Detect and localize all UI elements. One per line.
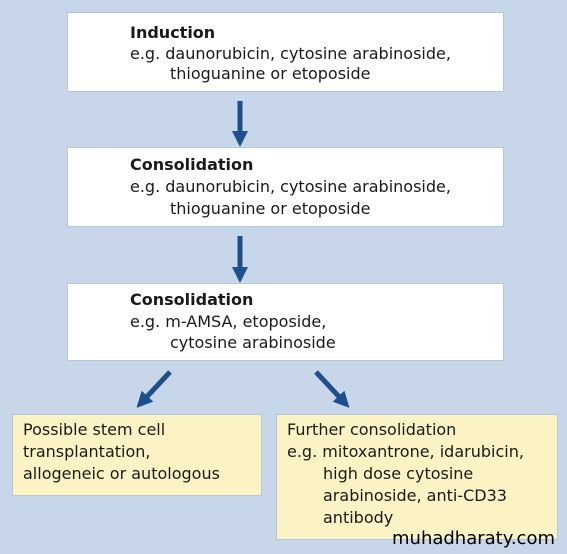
induction-line-2: thioguanine or etoposide	[170, 64, 371, 83]
further-line-1: Further consolidation	[287, 420, 457, 439]
further-line-4: arabinoside, anti-CD33	[323, 486, 507, 505]
stem-cell-line-2: transplantation,	[23, 442, 151, 461]
stem-cell-line-3: allogeneic or autologous	[23, 464, 220, 483]
arrow-to-further-consolidation	[314, 370, 350, 408]
consolidation-1-line-1: e.g. daunorubicin, cytosine arabinoside,	[130, 177, 451, 196]
consolidation-2-line-1: e.g. m-AMSA, etoposide,	[130, 312, 327, 331]
consolidation-2-line-2: cytosine arabinoside	[170, 333, 336, 352]
consolidation-1-title: Consolidation	[130, 155, 254, 174]
consolidation-box-2: Consolidation e.g. m-AMSA, etoposide, cy…	[67, 283, 504, 361]
further-line-5: antibody	[323, 508, 394, 527]
stem-cell-line-1: Possible stem cell	[23, 420, 166, 439]
consolidation-2-title: Consolidation	[130, 290, 254, 309]
consolidation-1-line-2: thioguanine or etoposide	[170, 199, 371, 218]
induction-title: Induction	[130, 23, 216, 42]
watermark: muhadharaty.com	[392, 528, 555, 549]
induction-box: Induction e.g. daunorubicin, cytosine ar…	[67, 12, 504, 92]
further-consolidation-box: Further consolidation e.g. mitoxantrone,…	[276, 414, 558, 540]
further-line-2: e.g. mitoxantrone, idarubicin,	[287, 442, 524, 461]
further-line-3: high dose cytosine	[323, 464, 474, 483]
arrow-to-stem-cell	[136, 370, 172, 408]
induction-line-1: e.g. daunorubicin, cytosine arabinoside,	[130, 44, 451, 63]
consolidation-box-1: Consolidation e.g. daunorubicin, cytosin…	[67, 147, 504, 227]
stem-cell-box: Possible stem cell transplantation, allo…	[12, 414, 262, 496]
